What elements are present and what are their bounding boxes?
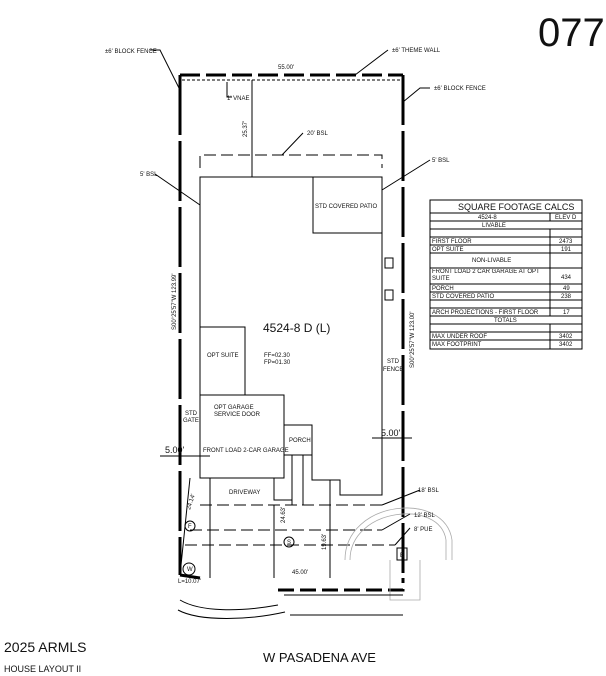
driveway (179, 455, 395, 578)
footer-copyright: 2025 ARMLS (4, 639, 87, 655)
label-block-fence-right: ±6' BLOCK FENCE (434, 86, 486, 92)
label-dim-24-63: 24.63' (281, 507, 287, 523)
label-bsl-18: 18' BSL (418, 488, 439, 494)
label-covered-patio: STD COVERED PATIO (315, 204, 377, 210)
table-non-livable: NON-LIVABLE (472, 258, 511, 264)
table-totals: TOTALS (494, 318, 517, 324)
label-ff: FF=02.30 (264, 353, 291, 359)
label-block-fence-left: ±6' BLOCK FENCE (105, 49, 157, 55)
label-dim-24-14: 24.14' (186, 493, 197, 510)
label-right-setback: 5.00' (381, 428, 401, 438)
label-bsl-5-right: 5' BSL (432, 158, 450, 164)
table-livable: LIVABLE (482, 223, 506, 229)
label-std-gate-2: GATE (183, 418, 199, 424)
table-title: SQUARE FOOTAGE CALCS (458, 202, 574, 212)
porch-room (283, 424, 313, 456)
label-std-gate-1: STD (185, 411, 198, 417)
table-row-label: FRONT LOAD 2 CAR GARAGE AT OPT SUITE (432, 269, 540, 282)
label-left-setback: 5.00' (165, 445, 185, 455)
marker-w: W (187, 567, 193, 573)
label-porch: PORCH (289, 438, 311, 444)
table-row-value: 434 (561, 275, 572, 281)
label-bsl-12: 12' BSL (414, 513, 435, 519)
table-row-label: OPT SUITE (432, 247, 464, 253)
table-row-label: ARCH PROJECTIONS - FIRST FLOOR (432, 310, 539, 316)
marker-f: F (188, 524, 192, 530)
label-rear-width: 55.00' (278, 65, 294, 71)
table-row-value: 191 (561, 247, 572, 253)
table-row-label: PORCH (432, 286, 454, 292)
label-opt-garage-2: SERVICE DOOR (214, 412, 261, 418)
label-vnae: 1' VNAE (227, 96, 250, 102)
label-opt-suite: OPT SUITE (207, 353, 239, 359)
label-std-fence-2: FENCE (383, 367, 403, 373)
table-row-value: 238 (561, 294, 572, 300)
label-front-width: 45.00' (292, 570, 308, 576)
cul-de-sac (177, 507, 453, 619)
covered-patio (312, 176, 383, 234)
label-garage: FRONT LOAD 2-CAR GARAGE (203, 448, 289, 454)
marker-s: S (287, 540, 291, 546)
lot-boundary (178, 73, 405, 592)
opt-suite-room (199, 326, 246, 396)
table-row-label: MAX FOOTPRINT (432, 342, 482, 348)
marker-e: E (400, 553, 404, 559)
table-row-value: 3402 (559, 342, 573, 348)
label-arc-len: L=10.07' (178, 579, 201, 585)
house-footprint (199, 176, 394, 496)
label-right-bearing: S00°25'57"W 123.00' (410, 311, 416, 368)
footer-layout-label: HOUSE LAYOUT II (4, 664, 81, 674)
table-row-label: MAX UNDER ROOF (432, 334, 487, 340)
label-std-fence-1: STD (387, 359, 400, 365)
rear-depth-label: 25.37' (243, 121, 249, 137)
label-left-bearing: S00°25'57"W 123.99' (172, 273, 178, 330)
label-opt-garage-1: OPT GARAGE (214, 405, 254, 411)
label-driveway: DRIVEWAY (229, 490, 260, 496)
label-pue-8: 8' PUE (414, 527, 433, 533)
label-fp: FP=01.30 (264, 360, 291, 366)
street-name: W PASADENA AVE (263, 650, 376, 665)
table-elev: ELEV D (555, 215, 577, 221)
bsl-20-line (199, 154, 383, 168)
table-row-value: 17 (563, 310, 570, 316)
square-footage-table: SQUARE FOOTAGE CALCS 4524-8 ELEV D LIVAB… (429, 199, 583, 350)
label-theme-wall: ±6' THEME WALL (392, 48, 441, 54)
table-plan: 4524-8 (478, 215, 497, 221)
label-bsl-20: 20' BSL (307, 131, 328, 137)
sheet-number: 077 (538, 11, 605, 55)
table-row-value: 49 (563, 286, 570, 292)
table-row-value: 3402 (559, 334, 573, 340)
plan-name: 4524-8 D (L) (263, 321, 330, 335)
table-row-value: 2473 (559, 239, 573, 245)
label-bsl-5-left: 5' BSL (140, 172, 158, 178)
table-row-label: STD COVERED PATIO (432, 294, 494, 300)
table-row-label: FIRST FLOOR (432, 239, 472, 245)
label-dim-19-63: 19.63' (322, 534, 328, 550)
